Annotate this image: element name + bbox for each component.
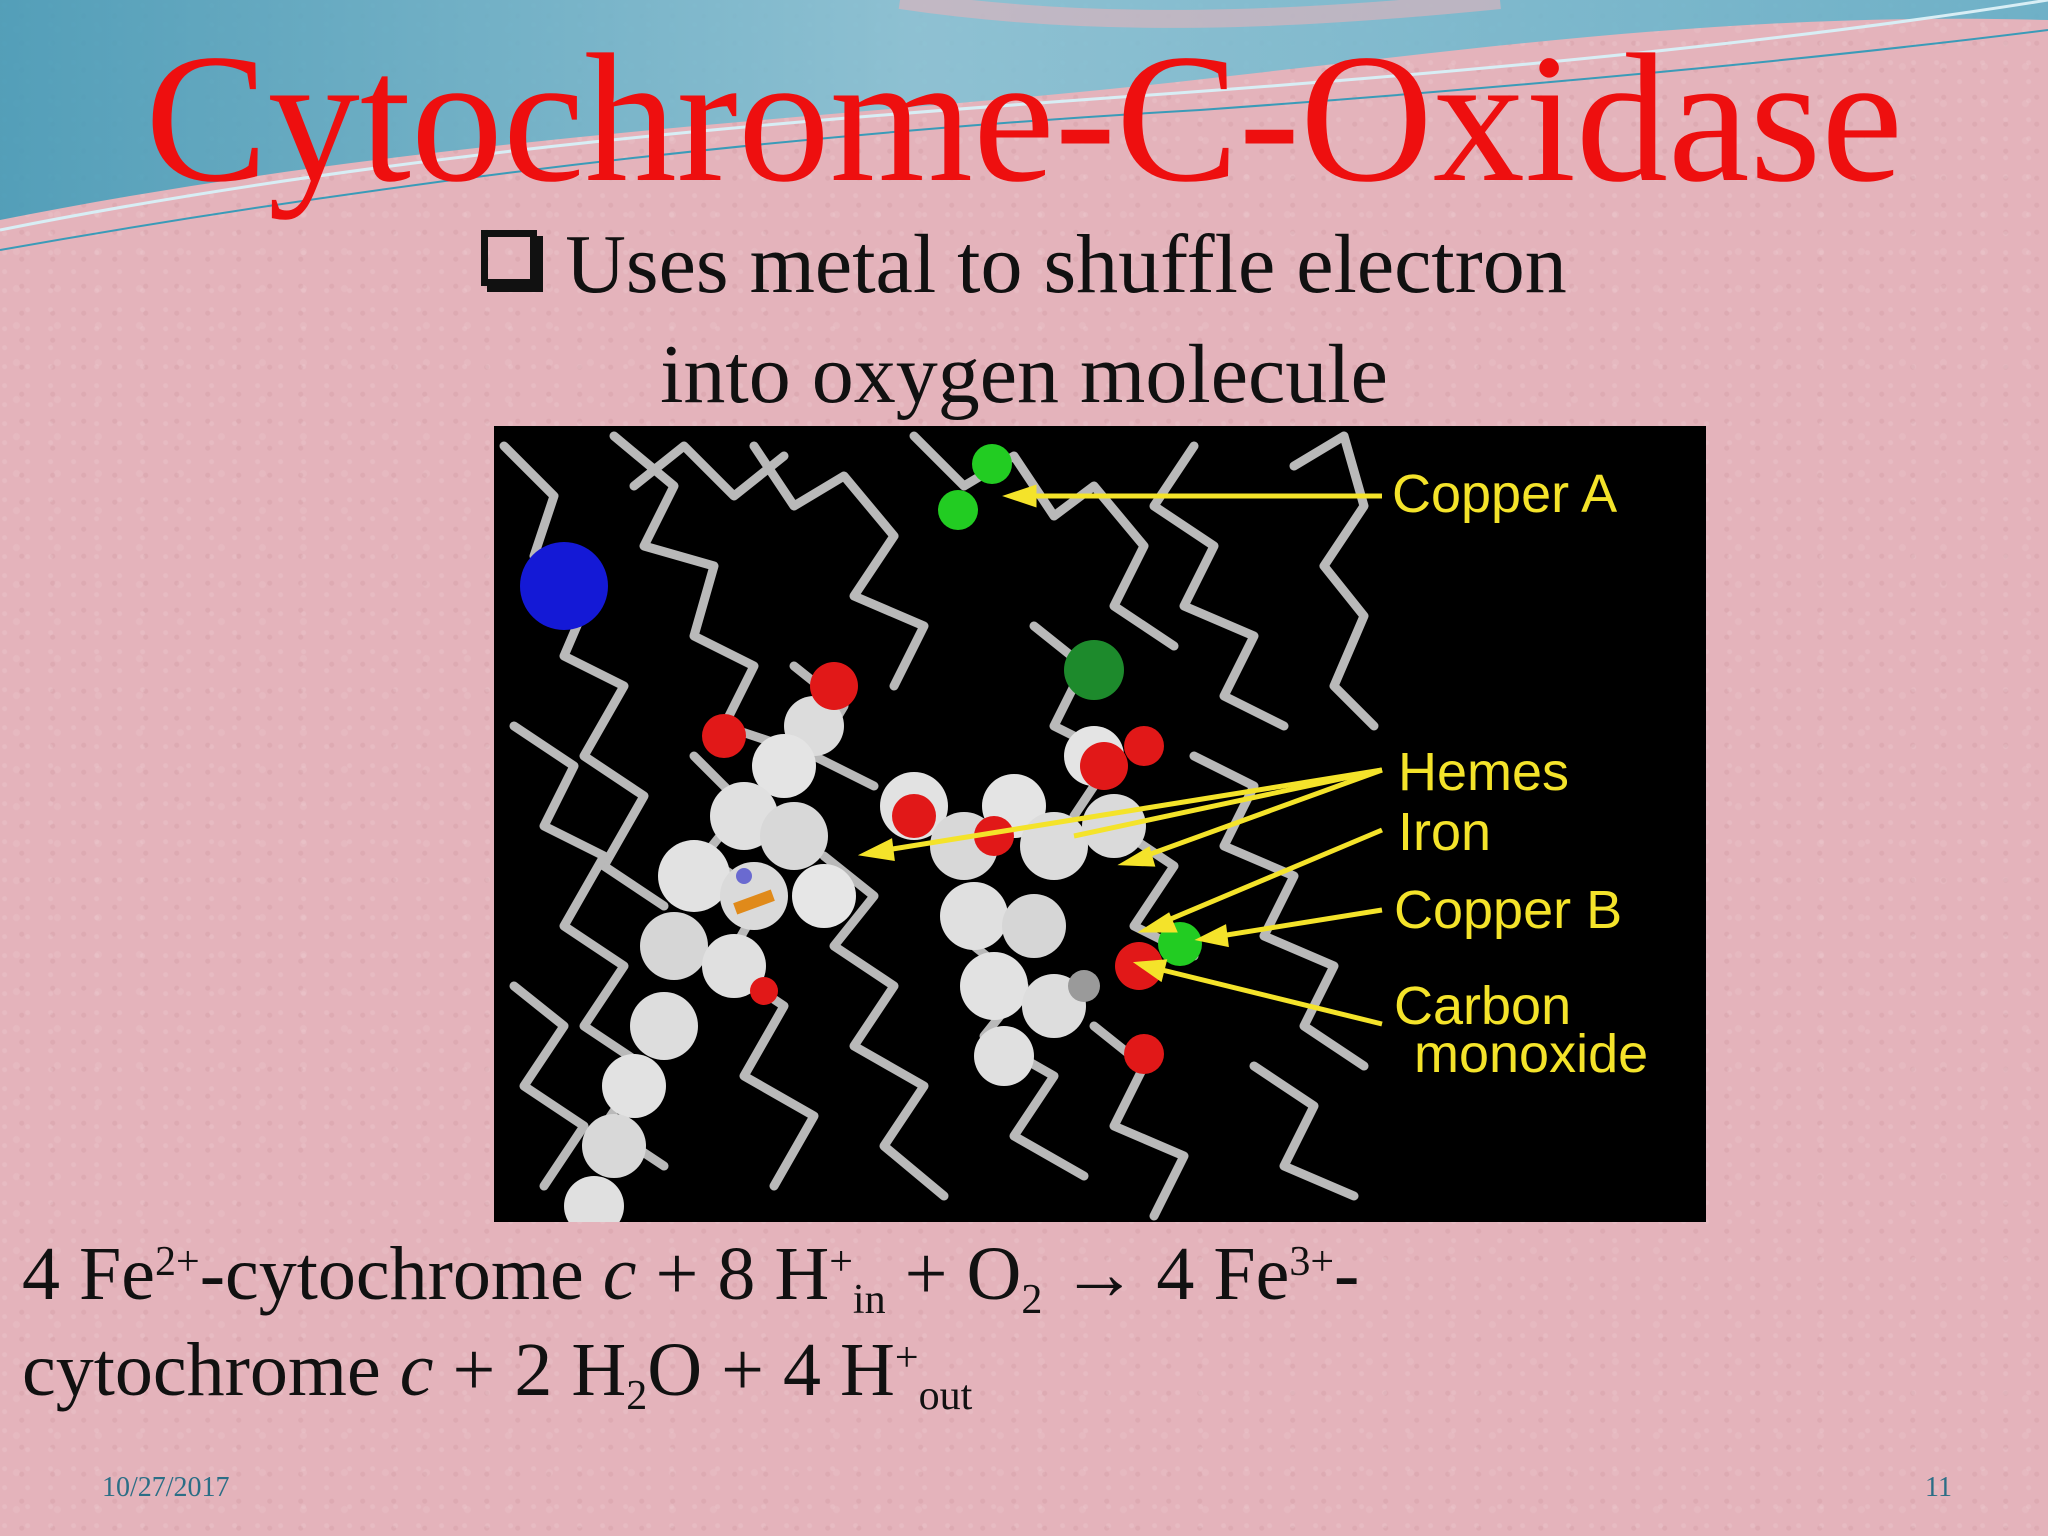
copper-a-atom	[972, 444, 1012, 484]
slide-title: Cytochrome-C-Oxidase	[145, 16, 1903, 220]
label-copper-a: Copper A	[1392, 464, 1617, 524]
copper-a-atom	[938, 490, 978, 530]
heme-atoms	[564, 662, 1164, 1222]
label-pointer-lines	[857, 484, 1383, 1027]
figure-labels: Copper A Hemes Iron Copper B Carbon mono…	[1392, 464, 1648, 1084]
protein-structure-image: Copper A Hemes Iron Copper B Carbon mono…	[494, 426, 1706, 1222]
checkbox-bullet-icon	[481, 230, 544, 292]
footer-date: 10/27/2017	[102, 1472, 230, 1503]
bullet-point: Uses metal to shuffle electron into oxyg…	[0, 210, 2048, 430]
bullet-text-1: Uses metal to shuffle electron	[565, 218, 1567, 311]
magnesium-atom	[1064, 640, 1124, 700]
label-monoxide: monoxide	[1414, 1024, 1648, 1084]
label-iron: Iron	[1398, 802, 1491, 862]
label-hemes: Hemes	[1398, 742, 1569, 802]
chemical-equation: 4 Fe2+-cytochrome c + 8 H+in + O2 → 4 Fe…	[22, 1226, 2012, 1418]
copper-b-atom	[1158, 922, 1202, 966]
bullet-line-2: into oxygen molecule	[660, 328, 1388, 421]
label-copper-b: Copper B	[1394, 880, 1622, 940]
bullet-line-1: Uses metal to shuffle electron	[0, 210, 2048, 320]
header-wave-decoration	[0, 0, 2048, 251]
page-number: 11	[1925, 1472, 1952, 1503]
protein-structure-figure: Copper A Hemes Iron Copper B Carbon mono…	[494, 426, 1706, 1222]
blue-atom	[520, 542, 608, 630]
equation-line-2: cytochrome c + 2 H2O + 4 H+out	[22, 1328, 973, 1419]
equation-line-1: 4 Fe2+-cytochrome c + 8 H+in + O2 → 4 Fe…	[22, 1232, 1360, 1323]
label-carbon: Carbon	[1394, 976, 1571, 1036]
